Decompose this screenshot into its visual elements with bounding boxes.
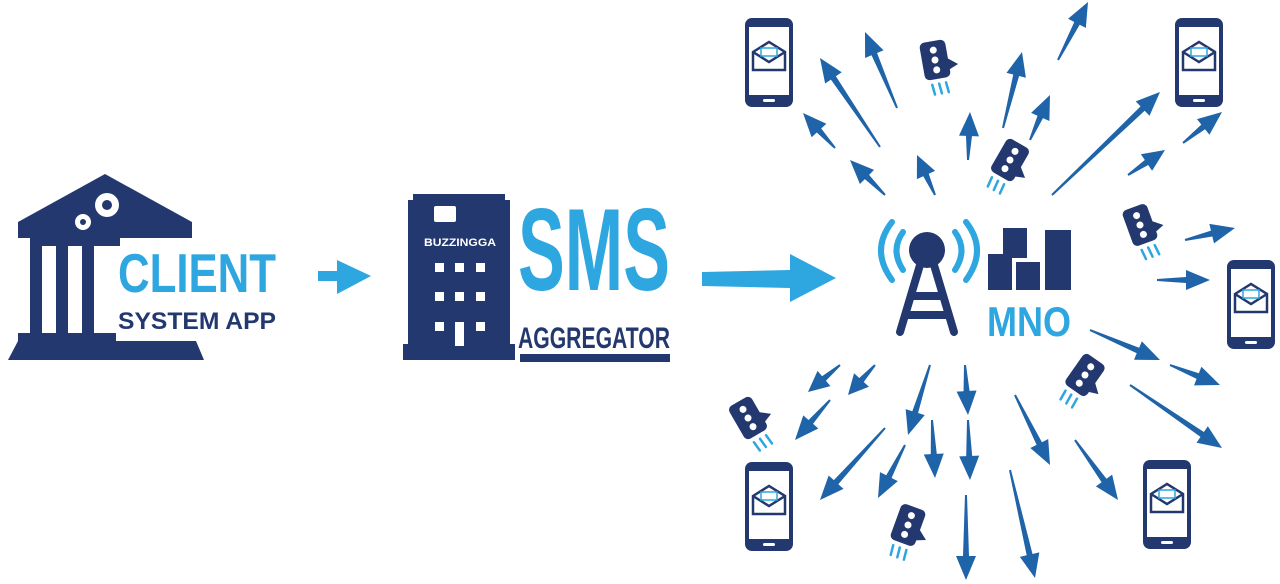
chat-bubble-icon (889, 504, 926, 561)
signal-tower-icon (878, 219, 980, 336)
arrow-icon (1182, 112, 1222, 144)
arrow-icon (820, 427, 886, 500)
chat-bubble-icon (1122, 204, 1164, 261)
client-title: CLIENT (118, 242, 276, 304)
chat-bubble-icon (1059, 353, 1105, 409)
arrow-icon (1014, 394, 1050, 465)
phone-envelope-icon (1227, 260, 1275, 349)
arrow-icon (1184, 223, 1235, 244)
chat-bubble-icon (729, 396, 774, 452)
arrow-icon (905, 364, 931, 435)
bank-with-gears-icon (8, 174, 204, 360)
client-subtitle: SYSTEM APP (118, 308, 276, 335)
arrow-icon (820, 58, 881, 148)
arrow-icon (959, 419, 980, 480)
arrow-icon (1089, 329, 1160, 360)
arrow-icon (1127, 150, 1165, 176)
arrow-icon (923, 419, 944, 478)
arrow-icon (956, 495, 976, 580)
arrow-icon (956, 364, 977, 415)
arrow-icon (1051, 92, 1160, 196)
arrow-icon (848, 364, 876, 395)
mno-label: MNO (987, 298, 1071, 345)
arrow-icon (959, 112, 979, 161)
arrow-icon (1074, 439, 1118, 500)
chat-bubble-icon (986, 138, 1029, 195)
aggregator-subtitle: AGGREGATOR (518, 322, 670, 355)
arrow-icon (1029, 95, 1050, 141)
aggregator-brand: BUZZINGGA (424, 237, 496, 249)
arrow-icon (803, 113, 836, 149)
chat-bubble-icon (919, 39, 959, 96)
arrow-icon (1169, 364, 1220, 386)
arrow-right-icon (702, 254, 836, 302)
arrow-icon (808, 364, 841, 392)
phone-envelope-icon (1175, 18, 1223, 107)
office-building-icon (403, 194, 515, 360)
arrow-icon (1009, 469, 1040, 578)
phone-envelope-icon (745, 462, 793, 551)
arrow-icon (865, 32, 898, 109)
aggregator-title: SMS (518, 186, 670, 316)
arrow-icon (916, 155, 936, 196)
arrow-icon (1002, 52, 1026, 129)
divider (520, 354, 670, 362)
arrow-icon (1057, 2, 1088, 61)
arrow-icon (878, 444, 906, 498)
arrow-icon (850, 160, 886, 196)
arrow-icon (795, 399, 831, 440)
arrow-icon (1129, 384, 1222, 448)
phone-envelope-icon (745, 18, 793, 107)
arrow-icon (1157, 270, 1210, 290)
phone-envelope-icon (1143, 460, 1191, 549)
arrow-right-icon (318, 260, 371, 294)
city-buildings-icon (988, 228, 1071, 290)
